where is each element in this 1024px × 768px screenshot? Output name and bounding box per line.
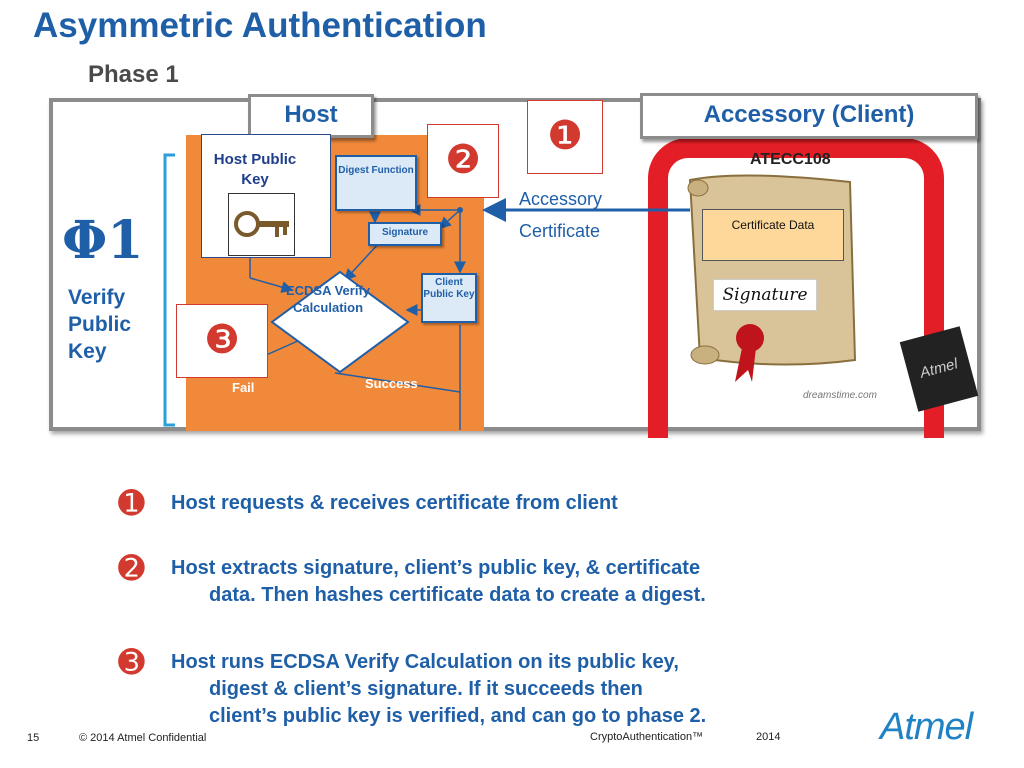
host-label: Host [248,94,374,138]
caption-line-3: Key [68,340,107,363]
bullet-number: ➊ [118,485,145,521]
signature-image: Signature [713,279,817,311]
atmel-logo: Atmel [880,706,973,748]
accessory-certificate-label: Accessory Certificate [519,183,602,247]
accessory-label: Accessory (Client) [640,93,978,139]
accessory-certificate-line2: Certificate [519,221,601,241]
caption-line-2: Public [68,313,132,336]
client-public-key-doc: Client Public Key [421,273,477,323]
bullet-line: digest & client’s signature. If it succe… [209,678,643,700]
footer-year: 2014 [756,731,781,743]
bullet-line: Host extracts signature, client’s public… [171,557,701,579]
bullet-line: client’s public key is verified, and can… [209,705,707,727]
bullet-number: ➋ [118,550,145,586]
bullet-line: data. Then hashes certificate data to cr… [209,584,706,606]
slide-subtitle: Phase 1 [88,61,179,88]
watermark: dreamstime.com [803,390,877,401]
host-public-key-label: Host Public Key [213,151,297,188]
bullet-line: Host requests & receives certificate fro… [171,492,618,514]
key-icon [228,193,295,256]
digest-function-doc: Digest Function [335,155,417,211]
chip-name: ATECC108 [750,151,831,168]
accessory-certificate-line1: Accessory [519,189,603,209]
bullet-text: Host runs ECDSA Verify Calculation on it… [171,649,706,730]
bullet-text: Host requests & receives certificate fro… [171,490,618,517]
page-number: 15 [27,732,40,744]
step-2-marker: ❷ [427,124,499,198]
product-name: CryptoAuthentication™ [590,731,704,743]
bullet-number: ➌ [118,644,145,680]
certificate-data-box: Certificate Data [702,209,844,261]
ecdsa-verify-decision: ECDSA Verify Calculation [285,283,371,315]
slide-title: Asymmetric Authentication [33,6,487,45]
phase-symbol: Φ1 [62,210,144,271]
copyright: © 2014 Atmel Confidential [79,732,207,744]
success-label: Success [365,376,418,391]
bullet-line: Host runs ECDSA Verify Calculation on it… [171,651,679,673]
step-1-marker: ❶ [527,100,603,174]
verify-public-key-caption: Verify Public Key [68,284,131,365]
bullet-text: Host extracts signature, client’s public… [171,555,706,609]
fail-label: Fail [232,380,255,395]
signature-doc: Signature [368,222,442,246]
step-3-marker: ❸ [176,304,268,378]
caption-line-1: Verify [68,286,126,309]
